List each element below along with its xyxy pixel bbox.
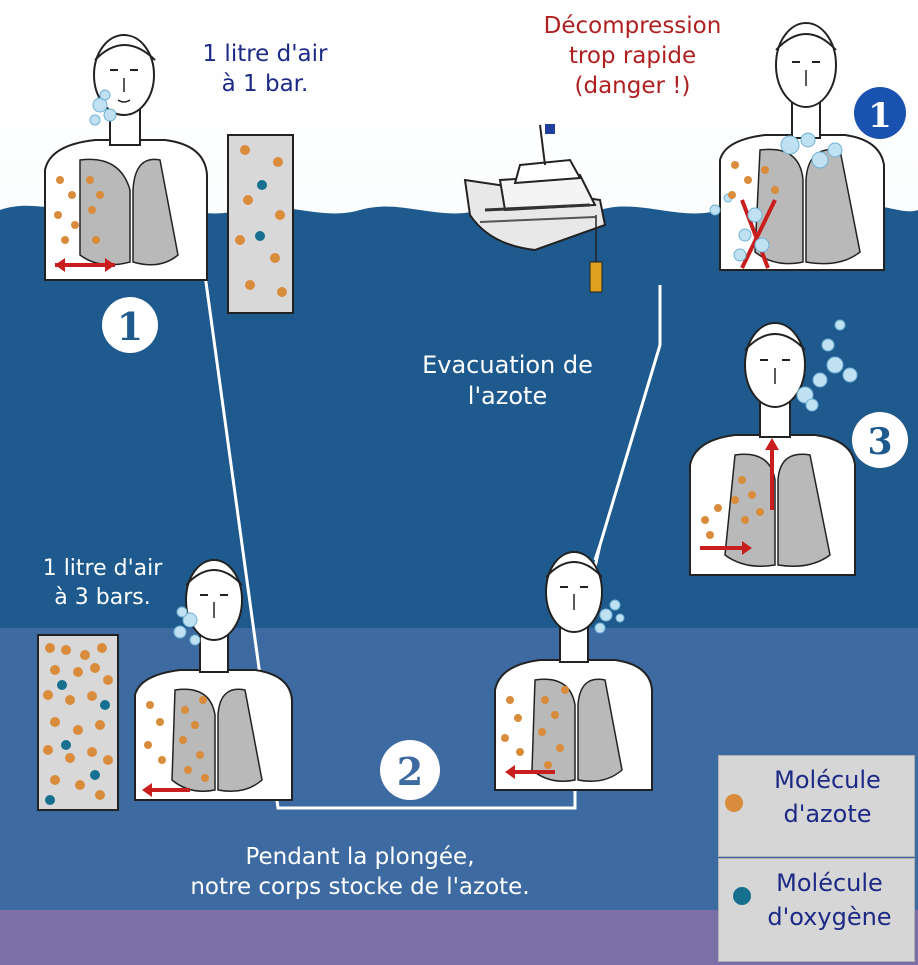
danger-line2: trop rapide: [520, 42, 745, 72]
dive-caption: Pendant la plongée, notre corps stocke d…: [150, 843, 570, 903]
air-1bar-line2: à 1 bar.: [165, 70, 365, 100]
step-badge-1-label: 1: [117, 304, 143, 349]
step-badge-2: 2: [380, 740, 440, 800]
danger-label: Décompression trop rapide (danger !): [520, 12, 745, 102]
air-container-1bar: [228, 135, 293, 313]
evacuation-line2: l'azote: [395, 381, 620, 412]
legend-nitrogen-text: Molécule d'azote: [745, 764, 910, 831]
legend-oxygen-line2: d'oxygène: [747, 901, 912, 935]
legend-nitrogen: Molécule d'azote: [718, 755, 915, 857]
legend-oxygen: Molécule d'oxygène: [718, 858, 915, 962]
air-3bars-label: 1 litre d'air à 3 bars.: [15, 555, 190, 612]
step-badge-2-label: 2: [397, 749, 423, 794]
danger-line1: Décompression: [520, 12, 745, 42]
evacuation-line1: Evacuation de: [395, 350, 620, 381]
step-badge-3-label: 3: [867, 421, 892, 463]
step-badge-danger-label: 1: [868, 96, 892, 136]
step-badge-danger: 1: [854, 87, 906, 139]
air-container-3bars: [38, 635, 118, 810]
nitrogen-molecule-icon: [725, 794, 743, 812]
air-1bar-line1: 1 litre d'air: [165, 40, 365, 70]
caption-line2: notre corps stocke de l'azote.: [150, 873, 570, 903]
legend-nitrogen-line2: d'azote: [745, 798, 910, 832]
air-3bars-line1: 1 litre d'air: [15, 555, 190, 584]
evacuation-label: Evacuation de l'azote: [395, 350, 620, 412]
legend-oxygen-text: Molécule d'oxygène: [747, 867, 912, 934]
step-badge-1: 1: [102, 297, 158, 353]
air-1bar-label: 1 litre d'air à 1 bar.: [165, 40, 365, 100]
legend-nitrogen-line1: Molécule: [745, 764, 910, 798]
danger-line3: (danger !): [520, 72, 745, 102]
step-badge-3: 3: [852, 412, 908, 468]
legend-oxygen-line1: Molécule: [747, 867, 912, 901]
caption-line1: Pendant la plongée,: [150, 843, 570, 873]
air-3bars-line2: à 3 bars.: [15, 584, 190, 613]
